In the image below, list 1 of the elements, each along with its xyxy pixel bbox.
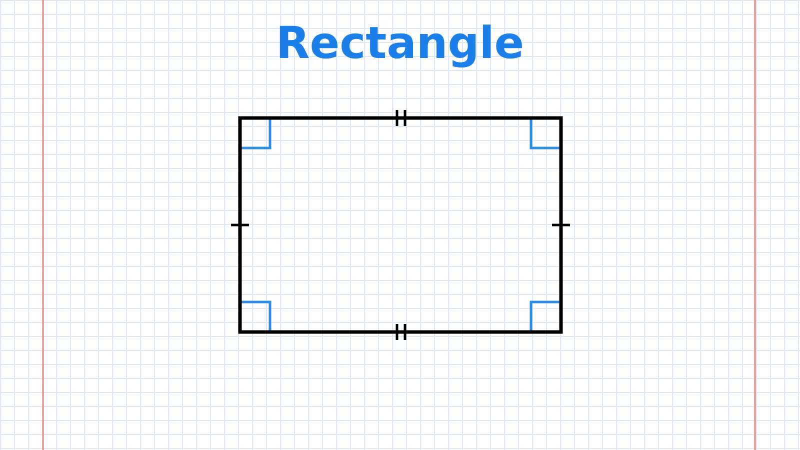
- title: Rectangle: [276, 17, 524, 71]
